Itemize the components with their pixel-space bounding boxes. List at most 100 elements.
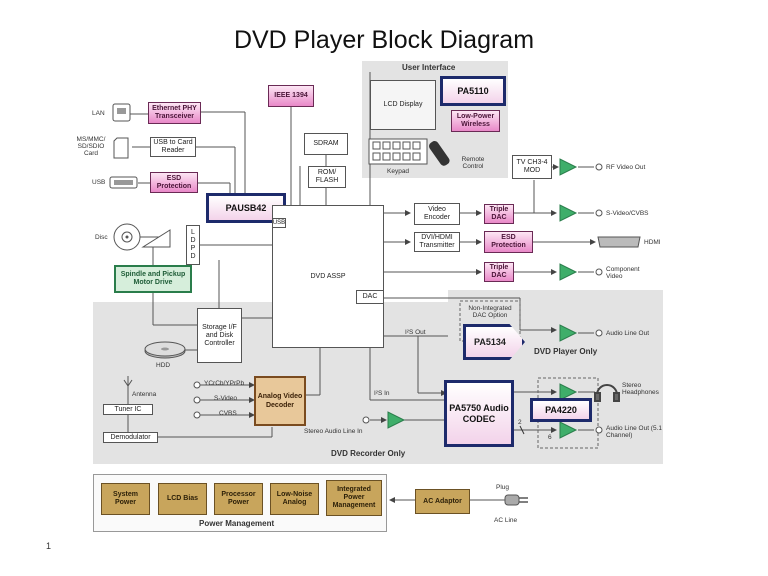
ethernet-phy-label: Ethernet PHY Transceiver	[152, 105, 197, 120]
rom-flash-label: ROM/ FLASH	[315, 169, 339, 184]
pa4220-block: PA4220	[530, 398, 592, 422]
stereo-headphones-label: Stereo Headphones	[622, 382, 659, 396]
amplifier	[559, 158, 578, 176]
recorder-only-label: DVD Recorder Only	[331, 449, 406, 458]
user-interface-label: User Interface	[402, 63, 456, 72]
lcd-bias-block: LCD Bias	[158, 483, 207, 515]
sdram-label: SDRAM	[313, 140, 339, 147]
page-title: DVD Player Block Diagram	[233, 26, 535, 54]
amplifier	[559, 421, 578, 439]
hdd-label: HDD	[156, 362, 171, 369]
dac-label: DAC	[362, 293, 378, 300]
demodulator-block: Demodulator	[103, 432, 158, 443]
dac-block: DAC	[356, 290, 384, 304]
tuner-ic-label: Tuner IC	[114, 405, 142, 413]
non-integrated-dac-label: Non-Integrated DAC Option	[468, 305, 512, 319]
storage-controller-block: Storage I/F and Disk Controller	[197, 308, 242, 363]
hdmi-connector-icon	[597, 236, 641, 248]
processor-power-block: Processor Power	[214, 483, 263, 515]
tuner-ic-block: Tuner IC	[103, 404, 153, 415]
disc-icon	[113, 223, 141, 251]
pa5750-label: PA5750 Audio CODEC	[449, 402, 509, 424]
amplifier	[559, 204, 578, 222]
low-power-wireless-block: Low-Power Wireless	[451, 110, 500, 132]
bus-width-6: 6	[548, 434, 552, 441]
demodulator-label: Demodulator	[110, 433, 151, 441]
bus-width-2: 2	[518, 419, 522, 426]
antenna-icon	[123, 376, 133, 390]
triple-dac-2-label: Triple DAC	[489, 264, 509, 279]
triple-dac-1-label: Triple DAC	[489, 206, 509, 221]
system-power-label: System Power	[113, 491, 138, 506]
pa5750-block: PA5750 Audio CODEC	[444, 380, 514, 447]
video-encoder-block: Video Encoder	[414, 203, 460, 225]
storage-controller-label: Storage I/F and Disk Controller	[202, 323, 237, 347]
integrated-power-block: Integrated Power Management	[326, 480, 382, 516]
usb-label: USB	[92, 179, 106, 186]
svideo-label: S-Video	[214, 395, 238, 402]
ycrcb-label: YCrCb/YPrPb	[204, 380, 245, 387]
ldpd-d2: D	[190, 253, 196, 260]
dvi-hdmi-block: DVI/HDMI Transmitter	[414, 232, 460, 252]
spindle-motor-drive-block: Spindle and Pickup Motor Drive	[114, 265, 192, 293]
card-label: MS/MMC/ SD/SDIO Card	[76, 136, 106, 157]
svideo-cvbs-label: S-Video/CVBS	[606, 210, 649, 217]
esd-protection-right-label: ESD Protection	[491, 234, 526, 249]
usb-tab: USB	[272, 218, 286, 228]
integrated-power-label: Integrated Power Management	[332, 486, 376, 509]
keypad-icon	[368, 138, 428, 165]
usb-card-reader-block: USB to Card Reader	[150, 137, 196, 157]
low-noise-analog-block: Low-Noise Analog	[270, 483, 319, 515]
amplifier	[559, 324, 578, 342]
triple-dac-1-block: Triple DAC	[484, 204, 514, 224]
hdmi-label: HDMI	[644, 239, 661, 246]
stereo-audio-in-label: Stereo Audio Line In	[304, 428, 363, 435]
ac-line-label: AC Line	[494, 517, 518, 524]
pa5110-block: PA5110	[440, 76, 506, 106]
ieee1394-block: IEEE 1394	[268, 85, 314, 107]
antenna-label: Antenna	[132, 391, 157, 398]
power-management-label: Power Management	[199, 519, 275, 528]
component-video-label: Component Video	[606, 266, 640, 280]
lan-label: LAN	[92, 110, 105, 117]
bus-mark	[519, 425, 525, 435]
lcd-display: LCD Display	[370, 80, 436, 130]
lan-port-detail	[117, 108, 126, 114]
system-power-block: System Power	[101, 483, 150, 515]
disc-label: Disc	[95, 234, 108, 241]
rf-video-out-label: RF Video Out	[606, 164, 646, 171]
triple-dac-2-block: Triple DAC	[484, 262, 514, 282]
ldpd-p: P	[190, 245, 196, 252]
pa5110-label: PA5110	[457, 85, 489, 96]
plug-label: Plug	[496, 484, 510, 491]
lcd-display-label: LCD Display	[383, 101, 423, 108]
dvd-assp-label: DVD ASSP	[310, 272, 346, 280]
prism-icon	[141, 229, 171, 248]
pa4220-label: PA4220	[545, 404, 577, 415]
amplifier	[559, 263, 578, 281]
ldpd-d: D	[190, 237, 196, 244]
cvbs-label: CVBS	[219, 410, 237, 417]
processor-power-label: Processor Power	[221, 491, 256, 506]
amplifier	[387, 411, 406, 429]
pa5134-label: PA5134	[474, 337, 506, 347]
lcd-bias-label: LCD Bias	[166, 495, 199, 502]
remote-control-label: Remote Control	[461, 156, 485, 170]
remote-control-icon	[429, 141, 450, 166]
low-power-wireless-label: Low-Power Wireless	[456, 113, 495, 128]
usb-port-detail	[114, 180, 133, 185]
esd-protection-left-block: ESD Protection	[150, 172, 198, 193]
headphones-icon	[594, 384, 620, 402]
esd-protection-left-label: ESD Protection	[156, 174, 192, 190]
hdd-icon	[144, 341, 186, 359]
analog-video-decoder-label: Analog Video Decoder	[257, 393, 303, 409]
tv-mod-label: TV CH3-4 MOD	[516, 159, 548, 174]
esd-protection-right-block: ESD Protection	[484, 231, 533, 253]
rom-flash-block: ROM/ FLASH	[308, 166, 346, 188]
ldpd-stack: L D P D	[186, 225, 200, 265]
audio-line-out-label: Audio Line Out	[606, 330, 650, 337]
ac-adaptor-label: AC Adaptor	[423, 497, 462, 505]
spindle-motor-drive-label: Spindle and Pickup Motor Drive	[120, 271, 186, 286]
ethernet-phy-block: Ethernet PHY Transceiver	[148, 102, 201, 124]
